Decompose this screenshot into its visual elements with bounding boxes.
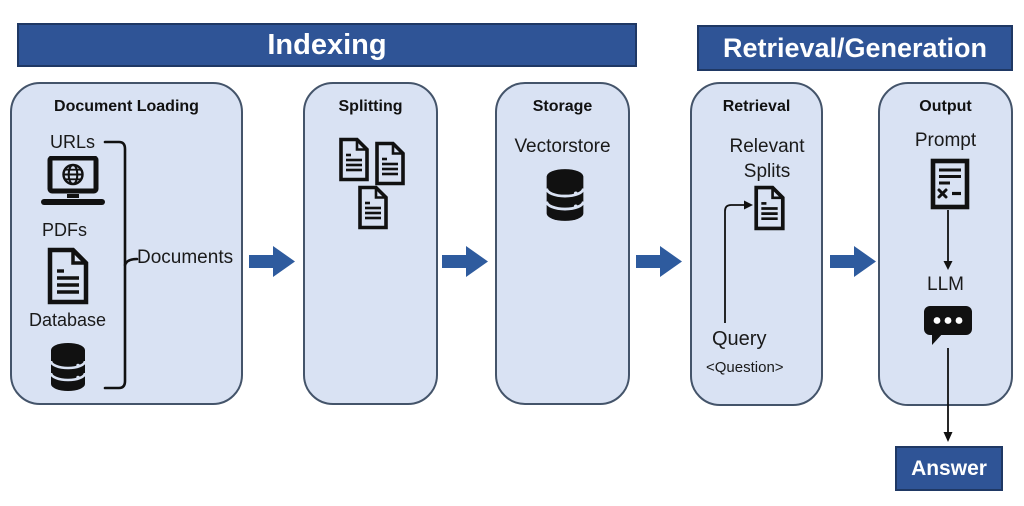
prompt-icon xyxy=(930,158,970,210)
answer-box: Answer xyxy=(895,446,1003,491)
split-document-icon-1 xyxy=(338,137,370,182)
label-pdfs: PDFs xyxy=(42,220,87,240)
document-icon xyxy=(46,247,90,305)
stage-retrieval-title: Retrieval xyxy=(722,98,791,115)
vectorstore-database-icon xyxy=(543,168,587,222)
answer-label: Answer xyxy=(911,456,987,480)
flow-arrow-indexing-1 xyxy=(249,245,296,278)
label-query: Query xyxy=(712,328,767,350)
label-relevant-splits: Relevant Splits xyxy=(729,136,805,182)
label-database: Database xyxy=(29,310,107,330)
label-urls: URLs xyxy=(50,132,96,152)
stage-retrieval: Retrieval Relevant Splits Query <Questio… xyxy=(690,82,823,406)
stage-document-loading: Document Loading URLs PDFs xyxy=(10,82,243,405)
label-question-placeholder: <Question> xyxy=(706,359,784,376)
label-vectorstore: Vectorstore xyxy=(514,136,611,157)
banner-indexing: Indexing xyxy=(17,23,637,67)
stage-splitting-title: Splitting xyxy=(338,98,403,115)
stage-storage-title: Storage xyxy=(532,98,593,115)
banner-retrieval-generation-label: Retrieval/Generation xyxy=(722,32,988,63)
flow-arrow-to-retrieval xyxy=(636,245,683,278)
banner-indexing-label: Indexing xyxy=(267,28,387,61)
documents-bracket xyxy=(97,139,139,391)
query-to-splits-arrow xyxy=(720,197,756,325)
retrieved-split-document-icon xyxy=(753,185,786,231)
stage-splitting: Splitting xyxy=(303,82,438,405)
chat-bubble-icon xyxy=(923,305,973,347)
stage-document-loading-title: Document Loading xyxy=(54,98,199,115)
banner-retrieval-generation: Retrieval/Generation xyxy=(697,25,1013,71)
stage-output-title: Output xyxy=(919,98,972,115)
database-icon xyxy=(48,342,88,392)
stage-output: Output Prompt LLM xyxy=(878,82,1013,406)
flow-arrow-indexing-2 xyxy=(442,245,489,278)
stage-storage: Storage Vectorstore xyxy=(495,82,630,405)
split-document-icon-2 xyxy=(374,141,406,186)
llm-to-answer-arrow xyxy=(940,348,956,444)
label-documents: Documents xyxy=(137,247,234,268)
label-llm: LLM xyxy=(927,274,964,295)
laptop-globe-icon xyxy=(40,156,106,206)
flow-arrow-to-output xyxy=(830,245,877,278)
label-prompt: Prompt xyxy=(914,130,977,151)
prompt-to-llm-arrow xyxy=(940,210,956,272)
split-document-icon-3 xyxy=(357,185,389,230)
